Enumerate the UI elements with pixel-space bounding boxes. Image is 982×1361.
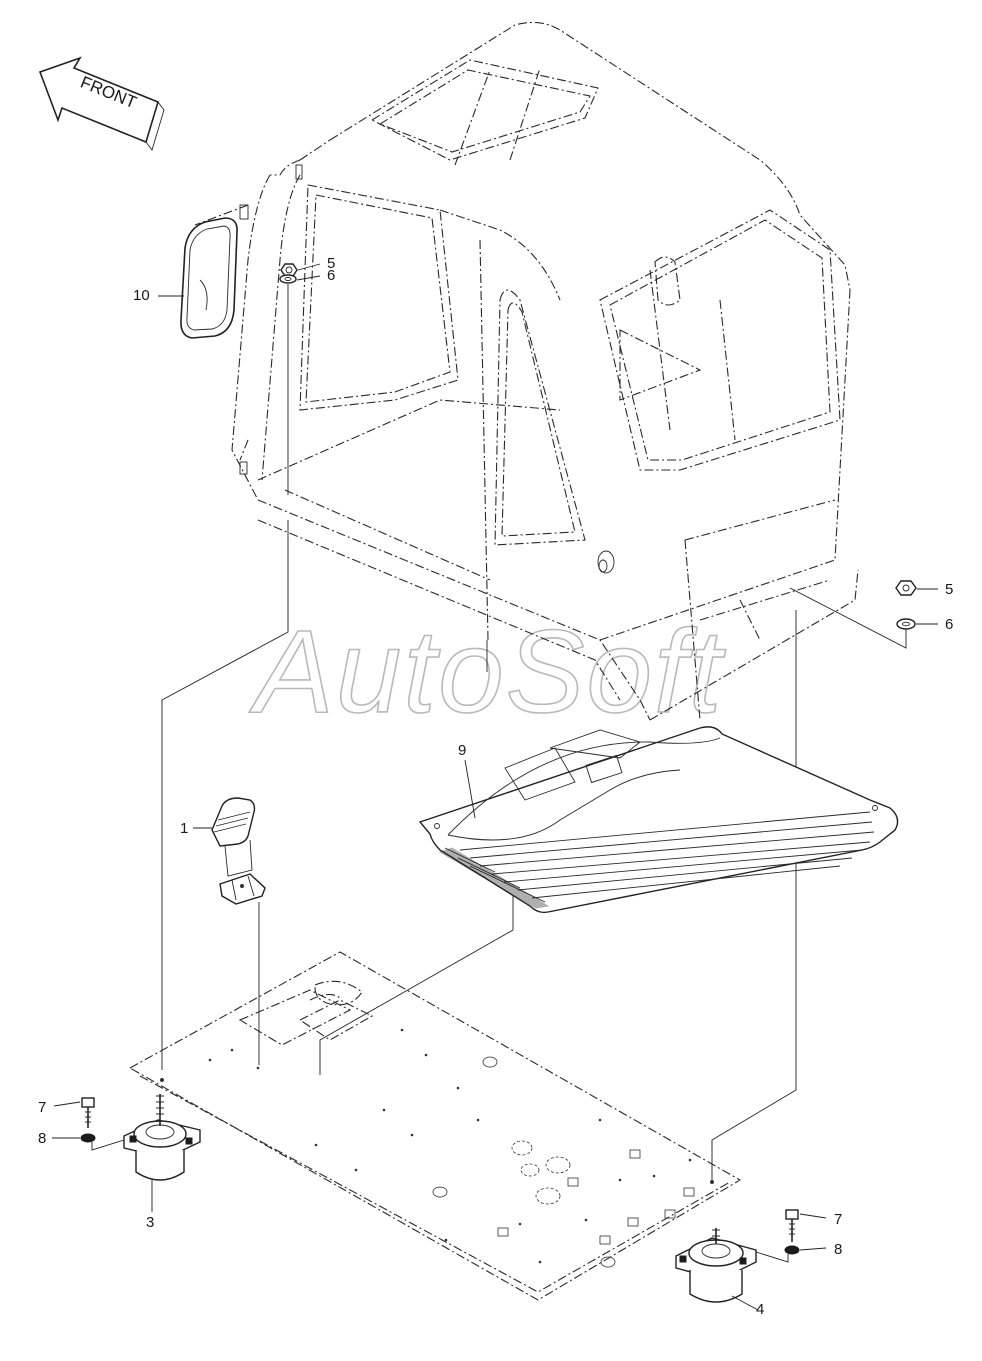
front-arrow-label: FRONT bbox=[78, 73, 139, 113]
washer-left-part-8 bbox=[80, 1133, 96, 1143]
washer-right-part-6 bbox=[896, 618, 916, 630]
washer-left-part-6 bbox=[279, 274, 297, 284]
callout-10: 10 bbox=[133, 287, 150, 304]
callout-3: 3 bbox=[146, 1214, 154, 1231]
nut-left-part-5 bbox=[280, 263, 298, 277]
cab-outline bbox=[194, 21, 859, 721]
floor-plate bbox=[128, 951, 742, 1301]
pedal-bracket bbox=[219, 873, 266, 905]
callout-7-right: 7 bbox=[834, 1211, 842, 1228]
callout-6-right: 6 bbox=[945, 616, 953, 633]
front-arrow: FRONT bbox=[38, 56, 165, 151]
watermark: AutoSoft bbox=[249, 606, 726, 738]
callout-6-left: 6 bbox=[327, 267, 335, 284]
floor-mat-part-9 bbox=[418, 726, 899, 914]
callout-5-left: 5 bbox=[327, 255, 335, 272]
callout-9: 9 bbox=[458, 742, 466, 759]
callout-4: 4 bbox=[756, 1301, 764, 1318]
mount-part-3 bbox=[123, 1094, 201, 1181]
bolt-right-part-7 bbox=[785, 1209, 799, 1242]
bolt-left-part-7 bbox=[81, 1097, 95, 1128]
nut-right-part-5 bbox=[895, 580, 917, 596]
callout-7-left: 7 bbox=[38, 1099, 46, 1116]
mount-part-4 bbox=[675, 1228, 757, 1303]
callout-8-right: 8 bbox=[834, 1241, 842, 1258]
callout-5-right: 5 bbox=[945, 581, 953, 598]
callout-8-left: 8 bbox=[38, 1130, 46, 1147]
mirror-part-10 bbox=[180, 217, 238, 339]
pedal-part-1 bbox=[211, 797, 256, 877]
washer-right-part-8 bbox=[784, 1245, 800, 1255]
callout-1: 1 bbox=[180, 820, 188, 837]
